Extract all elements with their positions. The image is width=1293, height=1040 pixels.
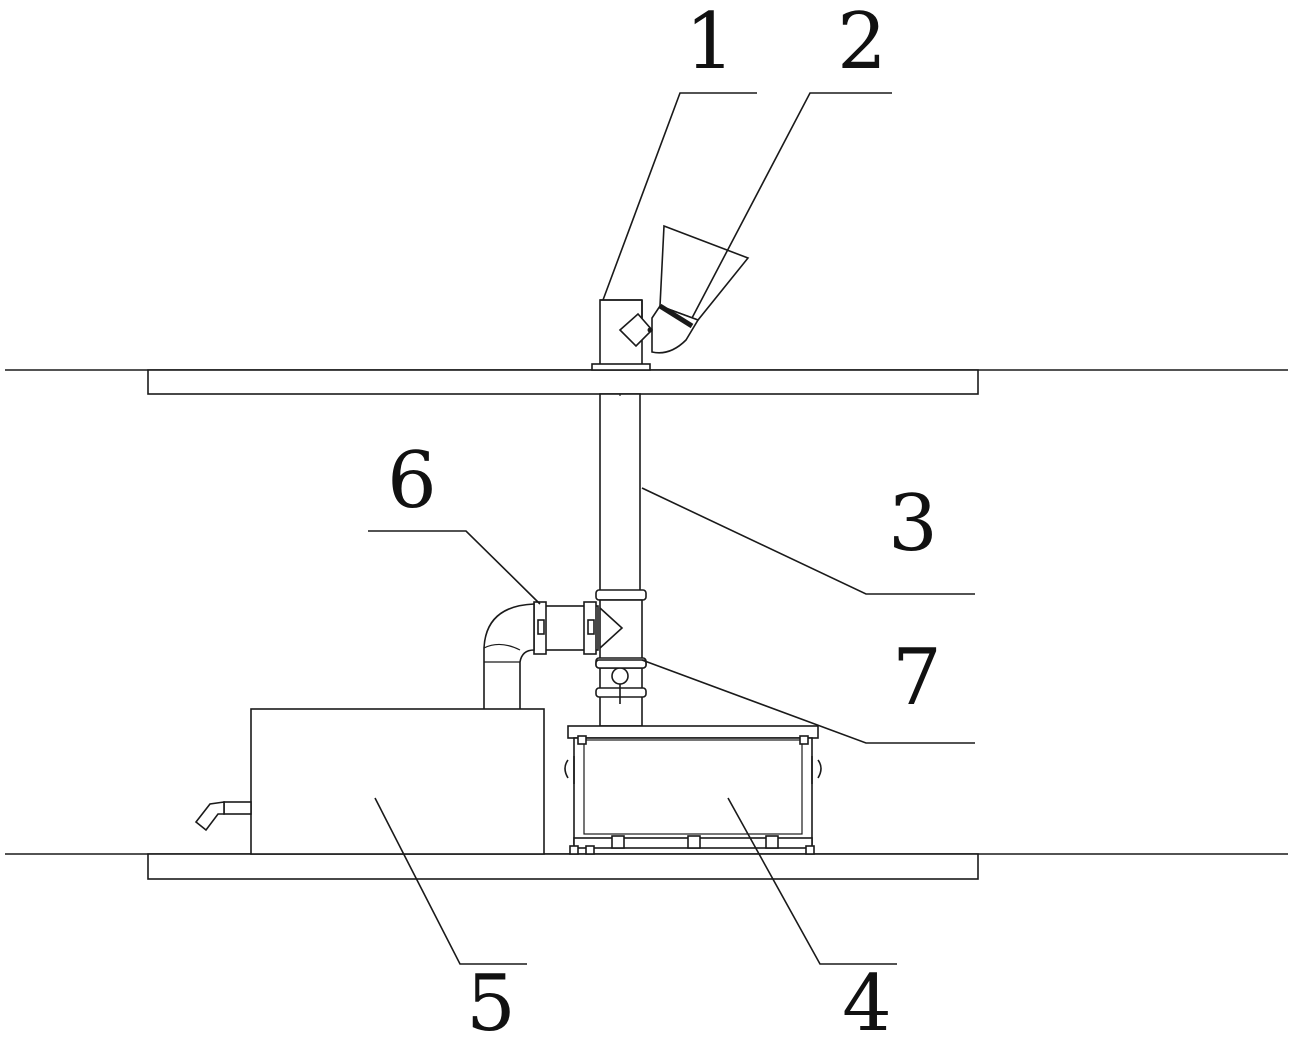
vertical-main-pipe [599, 393, 641, 595]
leader-lines [368, 92, 975, 965]
label-2: 2 [837, 0, 887, 87]
tee-junction [595, 589, 647, 669]
leader-line-5 [374, 797, 527, 965]
funnel-hopper [618, 224, 750, 354]
valve [595, 659, 647, 727]
leader-line-6 [368, 530, 541, 605]
label-5: 5 [466, 959, 516, 1040]
label-1: 1 [685, 0, 735, 87]
storage-box [194, 708, 545, 855]
leader-line-7 [641, 659, 975, 744]
label-6: 6 [387, 436, 437, 526]
leader-line-3 [641, 487, 975, 595]
collection-tank [564, 725, 822, 855]
lower-floor-slab [5, 853, 1288, 880]
label-7: 7 [892, 633, 942, 723]
label-4: 4 [842, 959, 892, 1040]
upper-floor-slab [5, 369, 1288, 395]
leader-line-1 [602, 92, 757, 301]
branch-pipe [483, 601, 599, 711]
part-labels: 1 2 3 4 5 6 7 [387, 0, 942, 1040]
leader-line-4 [727, 797, 897, 965]
label-3: 3 [888, 479, 938, 569]
leader-line-2 [691, 92, 892, 319]
